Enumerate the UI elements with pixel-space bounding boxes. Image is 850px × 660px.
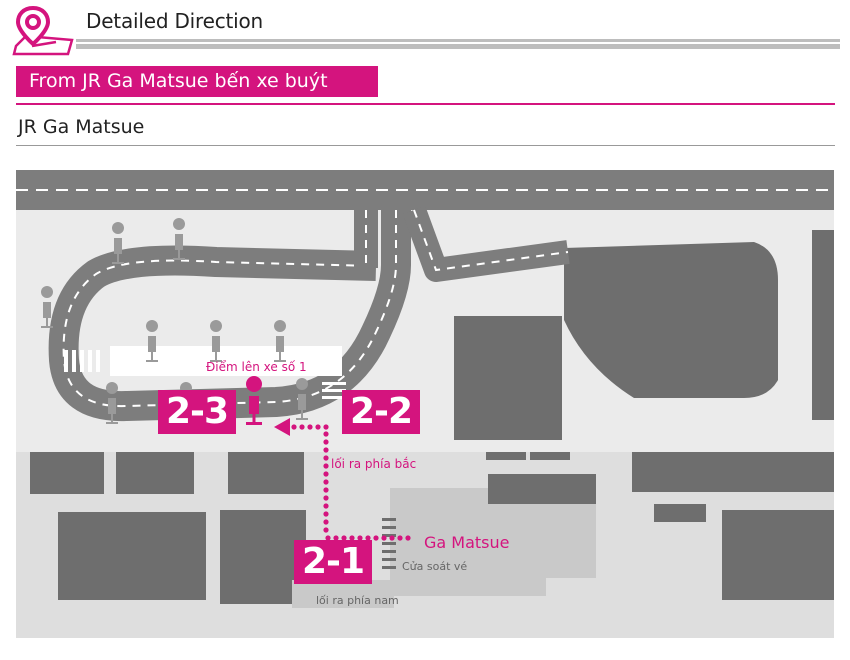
block	[654, 504, 706, 522]
station-building	[292, 474, 596, 608]
station-divider	[16, 145, 835, 146]
route-arrowhead	[274, 418, 290, 436]
block	[486, 452, 526, 460]
building-edge	[812, 230, 834, 420]
step-badge-2-1: 2-1	[294, 540, 372, 584]
rotary-road-centerline	[62, 210, 397, 408]
crosswalk-west	[64, 350, 100, 372]
route-divider	[16, 103, 835, 105]
bus-stop-label: Điểm lên xe số 1	[206, 360, 307, 374]
route-banner: From JR Ga Matsue bến xe buýt	[16, 66, 378, 97]
block	[632, 452, 834, 492]
station-title: JR Ga Matsue	[18, 116, 145, 138]
header-rule	[76, 39, 840, 42]
station-name-label: Ga Matsue	[424, 533, 510, 552]
north-exit-label: lối ra phía bắc	[331, 457, 417, 471]
page-header: Detailed Direction	[0, 0, 850, 56]
page-title: Detailed Direction	[86, 9, 264, 33]
map-pin-icon	[12, 6, 74, 56]
header-rule	[76, 44, 840, 49]
walking-route	[274, 418, 411, 541]
station-map: Điểm lên xe số 1 lối ra phía bắc Ga Mats…	[16, 170, 834, 638]
crosswalk-east	[322, 382, 346, 399]
block	[58, 512, 206, 600]
block	[530, 452, 570, 460]
bus-stop-1-icon	[246, 376, 262, 425]
south-exit-label: lối ra phía nam	[316, 594, 399, 607]
station-annex	[488, 474, 596, 504]
building-center	[454, 316, 562, 440]
step-badge-2-2: 2-2	[342, 390, 420, 434]
block	[30, 452, 104, 494]
building-right	[564, 242, 778, 398]
block	[116, 452, 194, 494]
map-graphic	[16, 170, 834, 638]
block	[722, 510, 834, 600]
ticket-gate-label: Cửa soát vé	[402, 560, 468, 573]
ticket-gate	[382, 518, 396, 569]
block	[220, 510, 306, 604]
step-badge-2-3: 2-3	[158, 390, 236, 434]
block	[228, 452, 304, 494]
